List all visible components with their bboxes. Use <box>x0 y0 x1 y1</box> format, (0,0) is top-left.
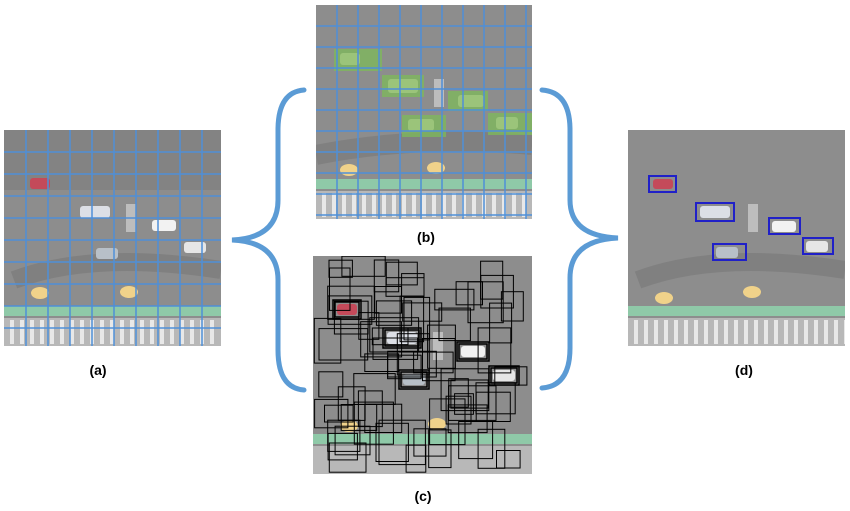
proposal-box <box>477 428 506 469</box>
proposal-box <box>413 351 454 374</box>
panel-b-grid-classification <box>316 5 532 219</box>
proposal-box <box>314 398 349 429</box>
proposal-box <box>488 365 520 386</box>
proposal-box <box>434 288 475 311</box>
proposal-box <box>327 432 358 461</box>
proposal-box <box>385 277 425 297</box>
proposal-box <box>341 256 386 277</box>
proposal-box <box>378 419 426 466</box>
proposal-box <box>454 393 474 415</box>
panel-c-svg <box>313 256 532 474</box>
proposal-box <box>334 301 360 318</box>
caption-a: (a) <box>89 362 107 378</box>
proposal-box <box>387 354 422 380</box>
caption-c: (c) <box>414 488 432 504</box>
proposal-box <box>327 295 373 325</box>
proposal-box <box>353 373 396 405</box>
car-icon <box>30 178 206 259</box>
proposal-box <box>384 329 420 347</box>
proposal-box <box>398 369 430 390</box>
proposal-box <box>456 341 490 362</box>
proposal-box <box>385 261 418 286</box>
proposal-box <box>458 343 488 360</box>
panel-a-svg <box>4 130 221 346</box>
proposal-box <box>373 259 400 293</box>
caption-b: (b) <box>417 229 435 245</box>
proposal-box <box>332 299 362 320</box>
proposal-box <box>400 371 428 388</box>
detection-boxes <box>648 175 834 261</box>
proposal-box <box>429 398 466 446</box>
proposal-box <box>427 324 456 369</box>
proposal-box <box>448 385 497 421</box>
proposal-box <box>374 286 402 314</box>
proposal-box <box>475 391 511 422</box>
proposal-box <box>358 312 380 340</box>
proposal-box <box>428 429 452 469</box>
proposal-box <box>375 422 409 463</box>
proposal-box <box>467 281 504 324</box>
proposal-box <box>496 450 521 469</box>
proposal-box <box>337 386 366 421</box>
proposal-box <box>334 425 371 456</box>
panel-c-proposals <box>313 256 532 474</box>
proposal-box <box>318 328 369 361</box>
proposal-box <box>329 267 351 311</box>
proposal-box <box>500 291 524 322</box>
panel-b-svg <box>316 5 532 219</box>
proposal-box <box>403 296 431 341</box>
proposal-box <box>402 302 443 322</box>
caption-d: (d) <box>735 362 753 378</box>
proposal-box <box>450 379 489 409</box>
proposal-box <box>318 371 344 398</box>
curly-brace-icon <box>231 87 307 393</box>
panel-d-svg <box>628 130 845 346</box>
proposal-box <box>480 260 504 300</box>
proposal-box <box>458 421 494 460</box>
proposal-box <box>357 390 383 428</box>
panel-a-grid-image <box>4 130 221 346</box>
proposal-box <box>328 442 367 473</box>
proposal-box <box>490 367 518 384</box>
panel-d-detections <box>628 130 845 346</box>
proposal-box <box>360 321 403 358</box>
proposal-box <box>364 353 400 373</box>
proposal-box <box>382 327 422 349</box>
car-icon <box>653 179 828 258</box>
curly-brace-icon <box>539 87 619 391</box>
